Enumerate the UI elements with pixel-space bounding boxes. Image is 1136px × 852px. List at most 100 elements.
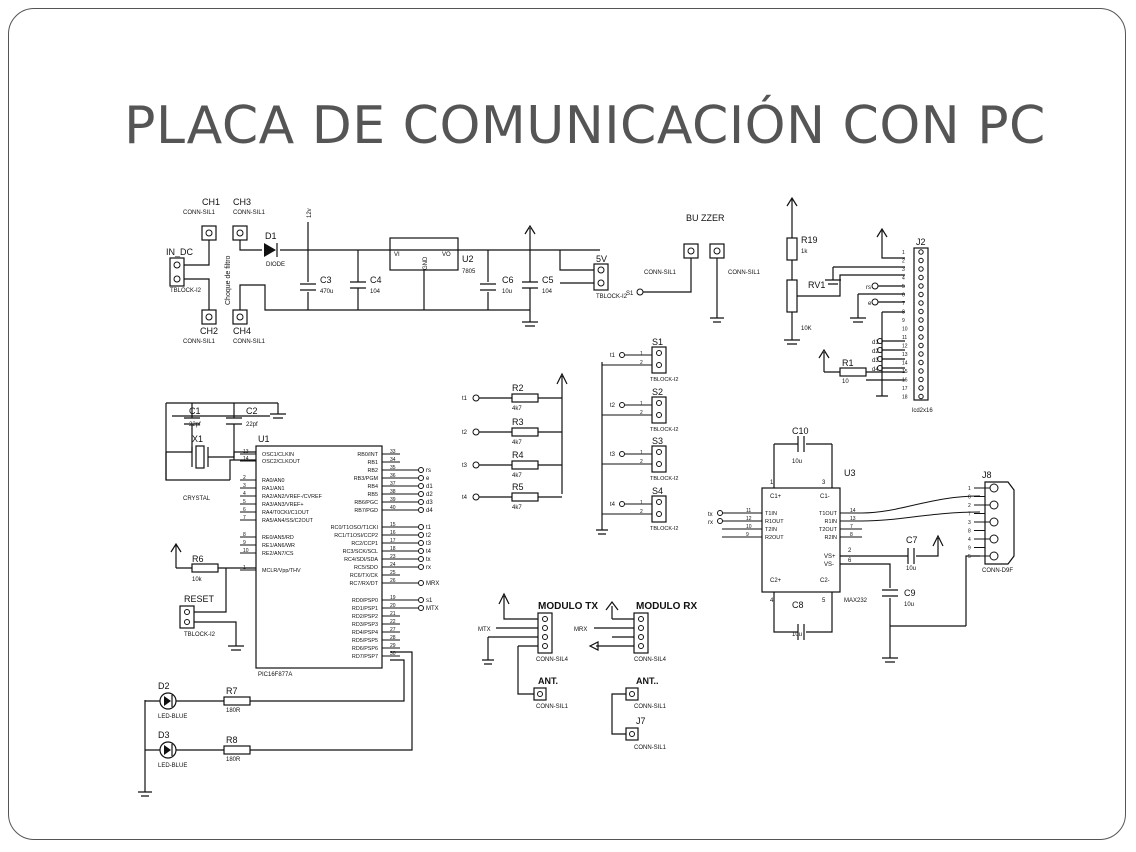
ch2-part: CONN-SIL1	[183, 339, 216, 345]
switch-part: TBLOCK-I2	[650, 526, 678, 532]
u3-pin4: 4	[770, 598, 774, 604]
j2-pin-number: 5	[902, 284, 905, 290]
r6-label: R6	[192, 554, 204, 564]
resistor-value: 4k7	[512, 473, 522, 479]
buzzer-pin2	[709, 243, 725, 259]
u3-c2p: C2+	[770, 578, 782, 584]
c1-label: C1	[189, 406, 201, 416]
d2-part: LED-BLUE	[158, 714, 187, 720]
u1-right-pin-number: 15	[390, 522, 396, 528]
r1-value: 10	[842, 379, 849, 385]
switch-net-label: t2	[610, 403, 616, 409]
switch-pin-number: 1	[640, 401, 643, 407]
buzzer-s1-net: S1	[626, 291, 634, 297]
module-tx-label: MODULO TX	[538, 601, 598, 612]
u3-vsm: VS-	[824, 562, 834, 568]
c7-label: C7	[906, 535, 918, 545]
j2-pin-number: 1	[902, 250, 905, 256]
db9-pin-number: 5	[968, 554, 971, 560]
r19-label: R19	[801, 235, 818, 245]
led-d2	[164, 696, 171, 706]
j7-part: CONN-SIL1	[634, 745, 667, 751]
u1-right-pin-number: 22	[390, 619, 396, 625]
u1-net-terminal	[418, 499, 424, 505]
u3-right-pin-name: T1OUT	[819, 511, 838, 517]
u3-c1p: C1+	[770, 494, 782, 500]
switch-part: TBLOCK-I2	[650, 476, 678, 482]
db9-pin-number: 6	[968, 495, 971, 501]
r6-resistor	[191, 563, 219, 573]
power-supply-section: CH1 CONN-SIL1 CH3 CONN-SIL1 IN_DC TBLOCK…	[166, 197, 761, 345]
u3-left-pin-number: 10	[746, 524, 752, 530]
j8-label: J8	[982, 470, 992, 480]
c2-label: C2	[246, 406, 258, 416]
u1-left-pin-name: RA1/AN1	[262, 486, 284, 492]
u1-right-pin-number: 21	[390, 611, 396, 617]
v5-terminal	[593, 263, 609, 291]
u1-right-pin-number: 27	[390, 627, 396, 633]
db9-pin	[989, 500, 999, 510]
u1-net-terminal	[418, 540, 424, 546]
c8-label: C8	[792, 600, 804, 610]
j2-pin	[918, 342, 924, 349]
u1-right-pin-name: RB2	[368, 468, 379, 474]
u1-net-label: t4	[426, 549, 432, 555]
u1-net-label: rx	[426, 565, 431, 571]
u1-right-pin-number: 37	[390, 481, 396, 487]
u1-right-pin-name: RC5/SDO	[354, 565, 378, 571]
j2-lcd-connector	[913, 247, 929, 401]
switch-terminal	[651, 346, 667, 374]
c4-value: 104	[370, 289, 381, 295]
v5-part: TBLOCK-I2	[596, 294, 628, 300]
c8-value: 10u	[792, 632, 802, 638]
j2-pin-number: 3	[902, 267, 905, 273]
pullup-resistor	[511, 427, 539, 437]
ch3-connector	[232, 225, 248, 241]
rv1-value: 10K	[801, 326, 812, 332]
switch-net-label: t1	[610, 353, 616, 359]
j2-pin	[918, 266, 924, 272]
u1-right-pin-number: 28	[390, 635, 396, 641]
switch-net-label: t2	[462, 430, 468, 436]
resistor-label: R3	[512, 417, 524, 427]
j2-pin	[918, 376, 924, 383]
u1-left-pin-number: 4	[243, 491, 246, 497]
lcd-d3-net: d3	[872, 358, 879, 364]
u2-value: 7805	[462, 269, 476, 275]
u1-net-label: d1	[426, 484, 433, 490]
u3-pin3: 3	[822, 480, 826, 486]
r8-label: R8	[226, 735, 238, 745]
u1-net-label: MTX	[426, 606, 439, 612]
module-tx-connector	[537, 612, 553, 654]
c5-label: C5	[542, 275, 554, 285]
j2-part: lcd2x16	[912, 408, 933, 414]
x1-part: CRYSTAL	[183, 496, 211, 502]
v5-label: 5V	[596, 254, 607, 264]
c10-value: 10u	[792, 459, 802, 465]
switch-label: S1	[652, 337, 663, 347]
d1-label: D1	[265, 231, 277, 241]
u1-right-pin-name: RC0/T1OSO/T1CKI	[331, 525, 378, 531]
module-rx-label: MODULO RX	[636, 601, 697, 612]
switch-pin-number: 2	[640, 459, 643, 465]
j2-pin-number: 18	[902, 395, 908, 401]
u2-vi: VI	[394, 252, 400, 258]
switch-pin-number: 1	[640, 500, 643, 506]
u3-rx-net: rx	[708, 520, 713, 526]
u1-label: U1	[258, 434, 270, 444]
u1-net-terminal	[418, 467, 424, 473]
switch-pin-number: 2	[640, 360, 643, 366]
max232-section: C10 10u U3 MAX232 1 3 C1+ C1- C2+ C2- VS…	[708, 426, 1015, 663]
u3-pin6: 6	[848, 558, 852, 564]
ant-rx	[625, 687, 639, 701]
u1-right-pin-number: 36	[390, 473, 396, 479]
j2-pin	[918, 351, 924, 357]
u1-net-terminal	[418, 475, 424, 481]
c9-value: 10u	[904, 602, 914, 608]
c3-label: C3	[320, 275, 332, 285]
j2-pin	[918, 325, 924, 332]
u1-net-terminal	[418, 556, 424, 562]
